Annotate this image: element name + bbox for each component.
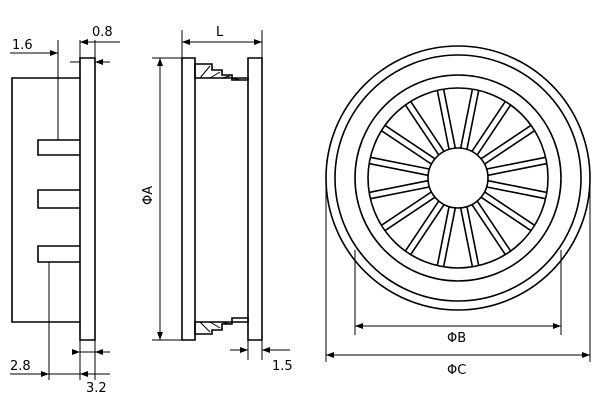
inner-ring-inner bbox=[367, 87, 549, 269]
spoke bbox=[480, 124, 536, 165]
spoke bbox=[368, 156, 430, 177]
notch-bottom bbox=[37, 245, 80, 263]
spoke bbox=[486, 179, 548, 200]
hub-circle bbox=[427, 147, 489, 209]
spoke bbox=[459, 206, 480, 268]
arrow-3-2a bbox=[72, 349, 80, 355]
section-view: L ΦA 1.5 bbox=[141, 25, 293, 374]
side-body-outline bbox=[11, 57, 96, 341]
arrow-l-right bbox=[254, 39, 262, 45]
notch-middle bbox=[37, 189, 80, 209]
arrow-3-2b bbox=[95, 349, 103, 355]
spoke bbox=[486, 156, 548, 177]
dim-label-l: L bbox=[216, 25, 224, 40]
clip-bottom-teeth bbox=[199, 321, 231, 333]
spoke bbox=[404, 100, 445, 156]
spoke bbox=[436, 88, 457, 150]
dim-label-1-5: 1.5 bbox=[272, 359, 293, 374]
spoke bbox=[368, 179, 430, 200]
outer-ring-inner bbox=[334, 54, 582, 302]
spoke bbox=[380, 191, 436, 232]
dim-label-1-6: 1.6 bbox=[12, 38, 33, 53]
spoke bbox=[380, 124, 436, 165]
arrow-1-6 bbox=[50, 50, 58, 56]
arrow-0-8a bbox=[80, 39, 88, 45]
side-view: 1.6 0.8 2.8 3.2 bbox=[10, 25, 120, 396]
spoke bbox=[459, 88, 480, 150]
outer-ring-outer bbox=[325, 45, 591, 311]
notch-top bbox=[37, 139, 80, 156]
arrow-15b bbox=[262, 347, 270, 353]
arrow-c-right bbox=[582, 352, 590, 358]
clip-top-teeth bbox=[199, 65, 241, 81]
inner-ring-outer bbox=[354, 74, 562, 282]
spoke bbox=[404, 200, 445, 256]
spoke bbox=[436, 206, 457, 268]
spoke bbox=[480, 191, 536, 232]
arrow-l-left bbox=[182, 39, 190, 45]
dim-label-2-8: 2.8 bbox=[10, 359, 31, 374]
dim-label-3-2: 3.2 bbox=[86, 381, 107, 396]
dim-label-0-8: 0.8 bbox=[92, 25, 113, 40]
spoke bbox=[471, 100, 512, 156]
arrow-b-left bbox=[355, 323, 363, 329]
section-right-rim bbox=[247, 57, 263, 341]
arrow-b-right bbox=[553, 323, 561, 329]
dim-label-phi-a: ΦA bbox=[141, 186, 156, 205]
spokes-group bbox=[368, 88, 548, 268]
dim-label-phi-c: ΦC bbox=[447, 363, 466, 378]
clip-top bbox=[194, 63, 249, 81]
front-view: ΦB ΦC bbox=[325, 45, 591, 378]
clip-bottom bbox=[194, 317, 249, 335]
arrow-15a bbox=[240, 347, 248, 353]
dim-label-phi-b: ΦB bbox=[447, 331, 466, 346]
section-left-rim bbox=[181, 57, 196, 341]
spoke bbox=[471, 200, 512, 256]
arrow-a-top bbox=[157, 58, 163, 66]
arrow-2-8a bbox=[41, 371, 49, 377]
arrow-a-bottom bbox=[157, 332, 163, 340]
arrow-c-left bbox=[326, 352, 334, 358]
